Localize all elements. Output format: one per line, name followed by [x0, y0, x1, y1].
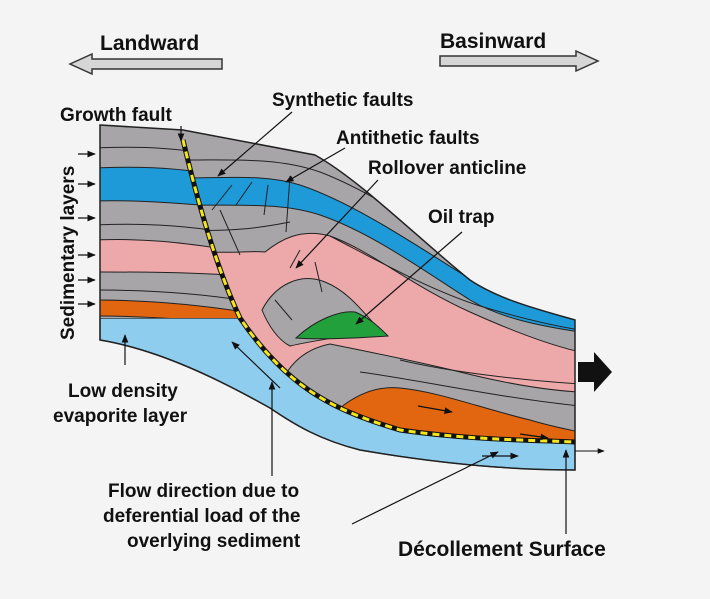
- flow-arrow-4: [519, 433, 549, 441]
- flow-arrow-3: [417, 405, 453, 414]
- decollement-label: Décollement Surface: [398, 538, 606, 561]
- sedimentary-layers-label: Sedimentary layers: [58, 166, 79, 340]
- low-density-label-line1: Low density: [68, 381, 178, 402]
- growth-fault-line-dash: [181, 139, 576, 444]
- rollover-anticline-pointer: [295, 179, 379, 269]
- right-arrow-icon: [439, 49, 600, 73]
- flow-direction-label-line3: overlying sediment: [127, 531, 301, 552]
- rollover-anticline-label: Rollover anticline: [368, 158, 526, 179]
- footwall-layers: [100, 125, 240, 318]
- flow-direction-label-line2: deferential load of the: [103, 506, 300, 527]
- landward-label: Landward: [100, 32, 199, 55]
- flow-direction-pointer-right: [351, 451, 499, 525]
- basinward-label: Basinward: [440, 30, 546, 53]
- sedimentary-layer-arrows: [78, 150, 96, 308]
- black-right-arrow-icon: [578, 352, 612, 392]
- oil-trap-label: Oil trap: [428, 207, 495, 228]
- synthetic-faults-pointer: [217, 111, 293, 177]
- flow-arrow-1: [231, 341, 281, 389]
- growth-fault-label: Growth fault: [60, 105, 173, 126]
- oil-trap-pointer: [355, 231, 463, 325]
- oil-trap-body: [294, 311, 390, 340]
- landward-arrow: Landward: [68, 32, 223, 76]
- section-outline: [99, 124, 576, 471]
- synthetic-faults-label: Synthetic faults: [272, 90, 413, 111]
- low-density-label-line2: evaporite layer: [53, 406, 188, 427]
- antithetic-faults-label: Antithetic faults: [336, 128, 480, 149]
- left-arrow-icon: [68, 52, 223, 76]
- antithetic-faults-pointer: [285, 147, 346, 183]
- flow-direction-label-line1: Flow direction due to: [108, 481, 299, 502]
- basinward-arrow: Basinward: [439, 30, 600, 73]
